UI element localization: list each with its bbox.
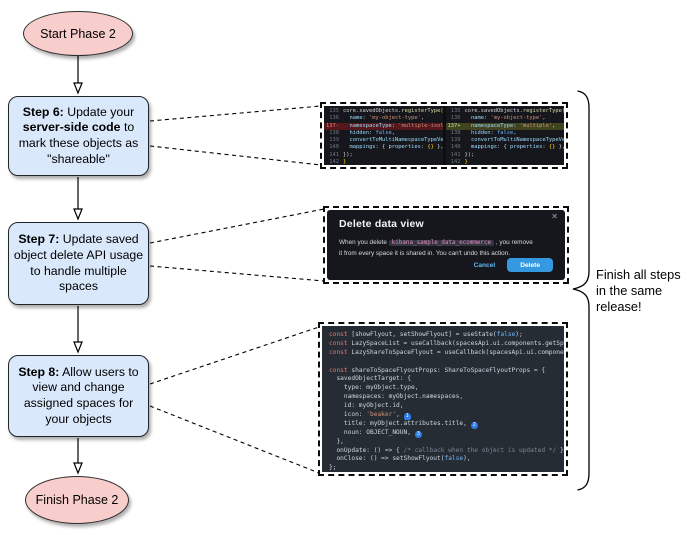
code-line: 137+ namespaceType: 'multiple', (445, 122, 564, 130)
code-line: 142} (450, 159, 468, 165)
code-line: 140 mappings: { properties: {} }, (329, 144, 442, 151)
delete-button: Delete (507, 258, 553, 272)
modal-body: When you delete kibana_sample_data_ecomm… (339, 238, 536, 259)
close-icon: ✕ (551, 212, 558, 221)
code-line: namespaces: myObject.namespaces, (329, 393, 464, 401)
step8-label: Step 8: Allow users to view and change a… (18, 364, 139, 426)
flyout-code-screenshot: const [showFlyout, setShowFlyout] = useS… (322, 326, 564, 472)
start-node-label: Start Phase 2 (40, 26, 116, 41)
step8-node: Step 8: Allow users to view and change a… (8, 355, 149, 437)
code-line: title: myObject.attributes.title, 2 (329, 420, 564, 429)
code-line: 136 name: 'my-object-type', (450, 115, 546, 122)
code-line: onUpdate: () => { /* callback when the o… (329, 446, 564, 454)
connector-step7-top (149, 208, 325, 244)
code-line: 138 hidden: false, (329, 129, 395, 136)
finish-node: Finish Phase 2 (25, 476, 129, 524)
code-line: 139 convertToMultiNamespaceTypeVersion: … (329, 137, 443, 144)
dataview-name-chip: kibana_sample_data_ecommerce (388, 240, 495, 246)
code-line: type: myObject.type, (329, 384, 419, 392)
code-line: icon: 'beaker', 1 (329, 411, 564, 420)
code-line: id: myObject.id, (329, 402, 404, 410)
code-line: 141}); (329, 151, 353, 158)
connector-step8-bottom (149, 405, 320, 474)
release-note: Finish all steps in the same release! (596, 267, 681, 314)
step6-label: Step 6: Update your server-side code to … (18, 104, 139, 166)
code-line: 137- namespaceType: 'multiple-isolated', (324, 122, 443, 130)
delete-data-view-modal: ✕ Delete data view When you delete kiban… (327, 210, 565, 280)
code-line: const LazyShareToSpaceFlyout = useCallba… (329, 348, 564, 356)
code-line: 142} (329, 159, 347, 165)
code-line: 136 name: 'my-object-type', (329, 115, 425, 122)
finish-node-label: Finish Phase 2 (35, 493, 119, 507)
modal-title: Delete data view (339, 218, 424, 230)
step7-label: Step 7: Update saved object delete API u… (13, 232, 144, 294)
flyout-code-screenshot-frame: const [showFlyout, setShowFlyout] = useS… (318, 322, 568, 476)
code-line: }, (329, 437, 344, 445)
code-line: 140 mappings: { properties: {} }, (450, 144, 564, 151)
code-line: const LazySpaceList = useCallback(spaces… (329, 339, 564, 347)
start-node: Start Phase 2 (23, 11, 133, 56)
step7-node: Step 7: Update saved object delete API u… (8, 222, 149, 305)
step6-node: Step 6: Update your server-side code to … (8, 96, 149, 176)
connector-step7-bottom (149, 265, 325, 282)
code-line: const shareToSpaceFlyoutProps: ShareToSp… (329, 366, 546, 374)
connector-step8-top (149, 326, 320, 385)
cancel-button: Cancel (473, 261, 496, 269)
grouping-brace (572, 90, 590, 491)
connector-step6-bottom (149, 145, 322, 166)
code-line: 138 hidden: false, (450, 129, 517, 136)
code-line: 139 convertToMultiNamespaceTypeVersion: … (450, 137, 564, 144)
code-line: onClose: () => setShowFlyout(false), (329, 455, 471, 463)
connector-step6-top (149, 105, 322, 122)
modal-actions: Cancel Delete (474, 258, 553, 272)
code-line: noun: OBJECT_NOUN, 3 (329, 429, 564, 438)
code-line: 141}); (450, 151, 475, 158)
modal-screenshot-frame: ✕ Delete data view When you delete kiban… (323, 206, 569, 284)
modal-body-text-2: , you remove it from every space it is s… (339, 239, 533, 257)
modal-body-text: When you delete (339, 239, 389, 246)
code-line: savedObjectTarget: { (329, 375, 411, 383)
code-line: const [showFlyout, setShowFlyout] = useS… (329, 331, 523, 338)
code-line: }; (329, 464, 337, 472)
code-line (329, 358, 564, 367)
